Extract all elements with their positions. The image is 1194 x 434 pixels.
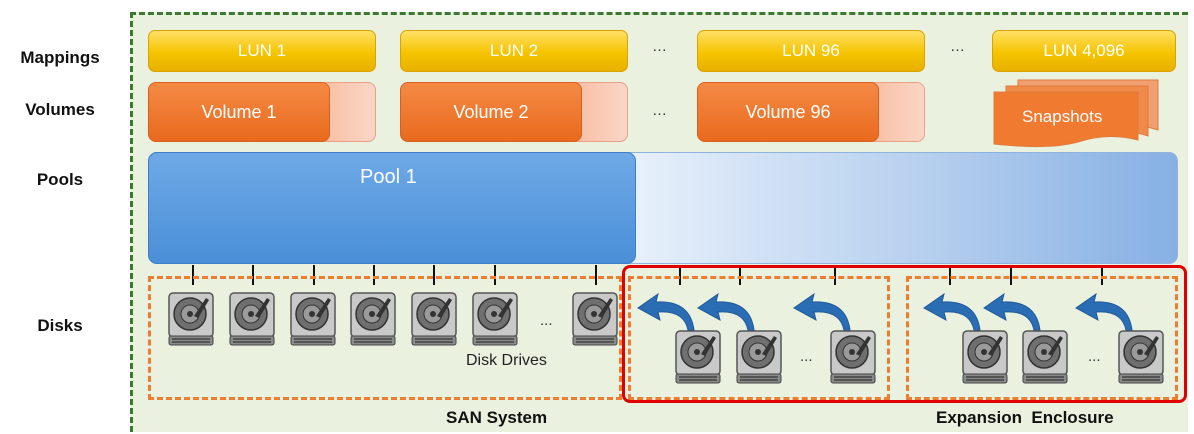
connector <box>949 265 951 285</box>
migrate-arrow-icon <box>788 292 858 332</box>
snapshots-label: Snapshots <box>1022 107 1103 126</box>
connector <box>192 265 194 285</box>
volume-2: Volume 2 <box>400 82 582 142</box>
hard-disk-icon <box>830 330 876 384</box>
lun-2: LUN 2 <box>400 30 628 72</box>
hard-disk-icon <box>411 292 457 346</box>
volume-96: Volume 96 <box>697 82 879 142</box>
hard-disk-icon <box>229 292 275 346</box>
migrate-arrow-icon <box>978 292 1048 332</box>
row-label-pools: Pools <box>36 170 84 189</box>
hard-disk-icon <box>350 292 396 346</box>
volume-1-group: Volume 1 <box>148 82 376 142</box>
san-system-label: SAN System <box>446 408 548 427</box>
connector <box>433 265 435 285</box>
disk-drives-label: Disk Drives <box>466 352 547 369</box>
lun-1: LUN 1 <box>148 30 376 72</box>
hard-disk-icon <box>472 292 518 346</box>
disk-ellipsis: ... <box>1088 348 1101 365</box>
hard-disk-icon <box>1022 330 1068 384</box>
migrate-arrow-icon <box>1070 292 1140 332</box>
lun-ellipsis-1: … <box>652 38 667 55</box>
migrate-arrow-icon <box>692 292 762 332</box>
hard-disk-icon <box>1118 330 1164 384</box>
connector <box>834 265 836 285</box>
hard-disk-icon <box>736 330 782 384</box>
connector <box>1010 265 1012 285</box>
connector <box>252 265 254 285</box>
lun-4096: LUN 4,096 <box>992 30 1176 72</box>
lun-96: LUN 96 <box>697 30 925 72</box>
row-label-mappings: Mappings <box>20 48 100 67</box>
volume-1: Volume 1 <box>148 82 330 142</box>
connector <box>595 265 597 285</box>
lun-ellipsis-2: … <box>950 38 965 55</box>
expansion-highlight <box>622 265 1187 403</box>
connector <box>373 265 375 285</box>
san-expansion-disk-group <box>628 276 890 400</box>
row-label-disks: Disks <box>37 316 83 335</box>
connector <box>679 265 681 285</box>
expansion-enclosure-label: Expansion Enclosure <box>936 408 1114 427</box>
connector <box>313 265 315 285</box>
snapshots-icon <box>993 79 1159 148</box>
connector <box>494 265 496 285</box>
row-label-volumes: Volumes <box>25 100 95 119</box>
hard-disk-icon <box>962 330 1008 384</box>
hard-disk-icon <box>168 292 214 346</box>
pool-1-label: Pool 1 <box>360 166 417 188</box>
connector <box>1101 265 1103 285</box>
volume-96-group: Volume 96 <box>697 82 925 142</box>
volume-ellipsis: … <box>652 102 667 119</box>
disk-ellipsis: ... <box>540 312 553 329</box>
pool-1 <box>148 152 636 264</box>
hard-disk-icon <box>675 330 721 384</box>
disk-ellipsis: ... <box>800 348 813 365</box>
san-disk-group <box>148 276 622 400</box>
volume-2-group: Volume 2 <box>400 82 628 142</box>
connector <box>739 265 741 285</box>
enclosure-disk-group <box>906 276 1178 400</box>
hard-disk-icon <box>290 292 336 346</box>
hard-disk-icon <box>572 292 618 346</box>
